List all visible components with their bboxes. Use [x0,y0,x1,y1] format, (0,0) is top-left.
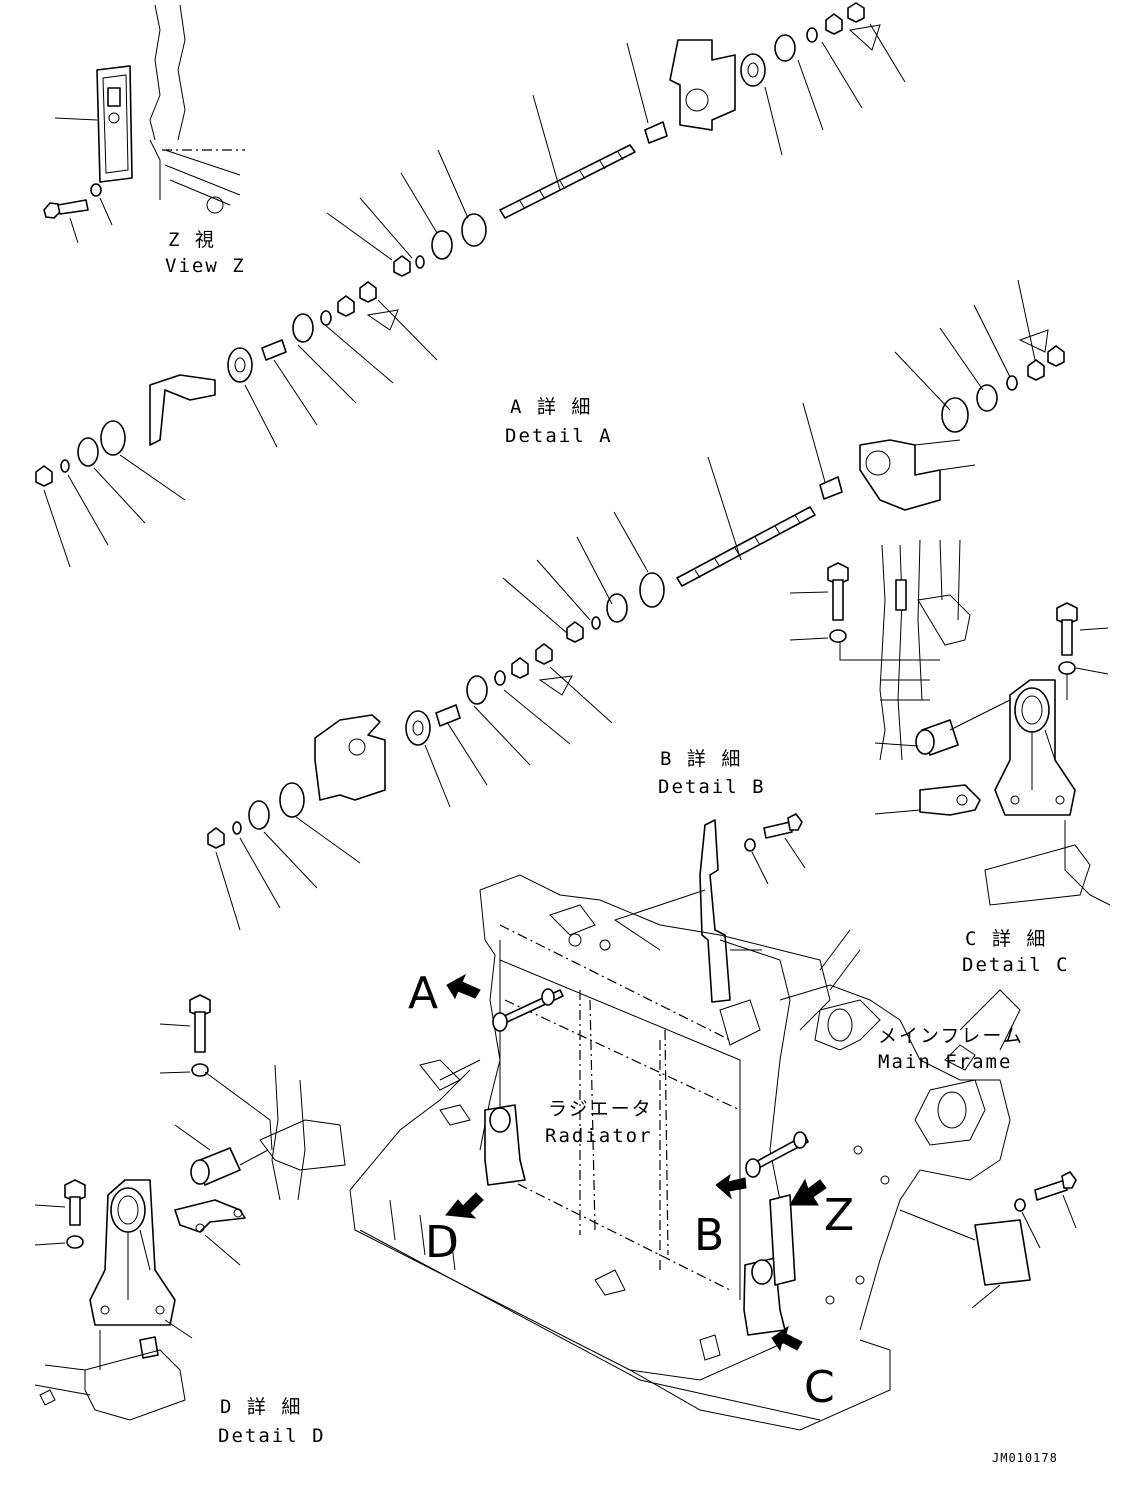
view-arrow-d-letter: D [425,1217,459,1268]
detail-d-label-ja: D 詳 細 [220,1396,302,1418]
view-arrow-z-icon [789,1178,827,1206]
radiator-label-en: Radiator [545,1125,653,1147]
view-arrow-a-icon [446,973,481,1000]
view-arrow-b-icon [715,1173,747,1200]
drawing-number: JM010178 [992,1451,1058,1465]
view-z-group [43,4,245,244]
radiator-label-ja: ラジエータ [548,1098,653,1120]
detail-c-label-en: Detail C [962,954,1070,976]
detail-c-group [789,539,1111,906]
detail-b-group [613,813,806,1003]
detail-a-label-ja: A 詳 細 [510,396,592,418]
view-z-label-en: View Z [165,255,246,277]
detail-a-group [326,2,906,277]
detail-a-lower-group [35,281,438,568]
main-frame-label-ja: メインフレーム [878,1025,1024,1047]
detail-a-second-chain [207,279,1065,931]
view-arrow-d-icon [445,1192,484,1219]
detail-b-label-ja: B 詳 細 [660,748,742,770]
view-arrow-c-letter: C [804,1362,835,1413]
detail-d-group [34,994,346,1421]
side-cover-group [899,1171,1077,1309]
view-arrow-a-letter: A [408,968,438,1019]
view-z-label-ja: Z 視 [168,229,216,251]
main-frame-label-en: Main Frame [878,1051,1012,1073]
main-frame-assembly [349,874,1021,1431]
view-arrow-b-letter: B [694,1210,724,1261]
view-arrow-z-letter: Z [824,1190,854,1241]
detail-a-label-en: Detail A [505,425,613,447]
detail-c-label-ja: C 詳 細 [965,928,1047,950]
detail-b-label-en: Detail B [658,776,766,798]
view-arrow-c-icon [771,1325,803,1352]
detail-d-label-en: Detail D [218,1425,326,1447]
